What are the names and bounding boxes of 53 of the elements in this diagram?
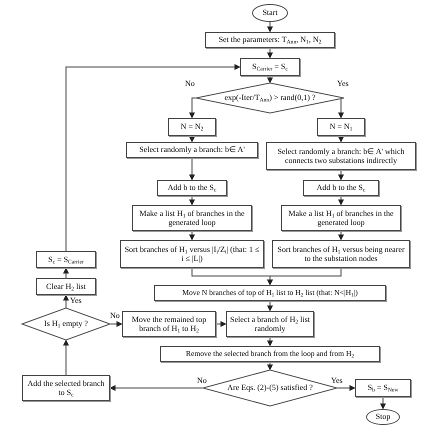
edge-label: No [196,377,208,385]
arrow [110,385,204,391]
process-box: Select a branch of H$_{2}$ list randomly [226,311,314,337]
process-box: Add b to the S$_{c}$ [303,180,379,196]
arrow [338,98,344,118]
arrow [267,362,273,370]
arrow [380,396,386,410]
arrow [189,196,195,206]
arrow [189,230,195,240]
process-box: Add the selected branch to S$_{c}$ [22,375,110,401]
process-box: N = N$_{1}$ [317,118,365,136]
process-box: Sort branches of H$_{1}$ versus being nearer to the substation nodes [272,240,410,268]
edge-label: Yes [330,377,344,385]
edge-label: No [109,312,121,320]
arrow [63,340,69,376]
arrow [216,321,226,327]
arrow [336,385,356,391]
terminal-oval: Start [252,4,288,22]
edge-label: No [184,80,196,88]
arrow [267,300,273,312]
process-box: S$_{b}$ = S$_{New}$ [355,379,411,397]
arrow [110,321,122,327]
arrow [267,76,273,84]
arrow [189,158,195,180]
arrow [338,170,344,180]
edge-label: Yes [69,297,83,305]
process-box: Make a list H$_{1}$ of branches in the generated loop [132,205,252,231]
arrow [63,294,69,308]
process-box: Clear H$_{2}$ list [36,278,96,295]
process-box: Select randomly a branch: b∈ A' [126,142,258,158]
process-box: N = N$_{2}$ [168,118,216,136]
arrow [338,230,344,240]
edge-label: Yes [336,80,350,88]
arrow [267,48,273,58]
arrow [338,196,344,206]
arrow [338,136,344,142]
arrow [66,64,240,252]
process-box: S$_{c}$ = S$_{Carrier}$ [36,251,96,268]
process-box: S$_{Carrier}$ = S$_{c}$ [240,58,300,76]
arrow [267,336,273,346]
decision-diamond: Is H$_{1}$ empty ? [22,308,110,340]
terminal-oval: Stop [366,409,400,425]
process-box: Move the remained top branch of H$_{1}$ to H$_{2}$ [122,311,216,337]
process-box: Make a list H$_{1}$ of branches in the generated loop [281,205,401,231]
process-box: Add b to the S$_{c}$ [157,180,227,196]
arrow [63,268,69,278]
process-box: Select randomly a branch: b∈ A' which connects two substations indirectly [266,142,416,170]
arrow [189,136,195,142]
arrow [189,98,196,118]
arrow [267,268,342,286]
arrow [267,22,273,32]
process-box: Set the parameters: T$_{Ann}$, N$_{1}$, N$_{2}$ [205,32,335,48]
process-box: Sort branches of H$_{1}$ versus |I$_{i}$/Z$_{i}$| (that: 1 ≤ i ≤ |L|) [120,240,264,268]
